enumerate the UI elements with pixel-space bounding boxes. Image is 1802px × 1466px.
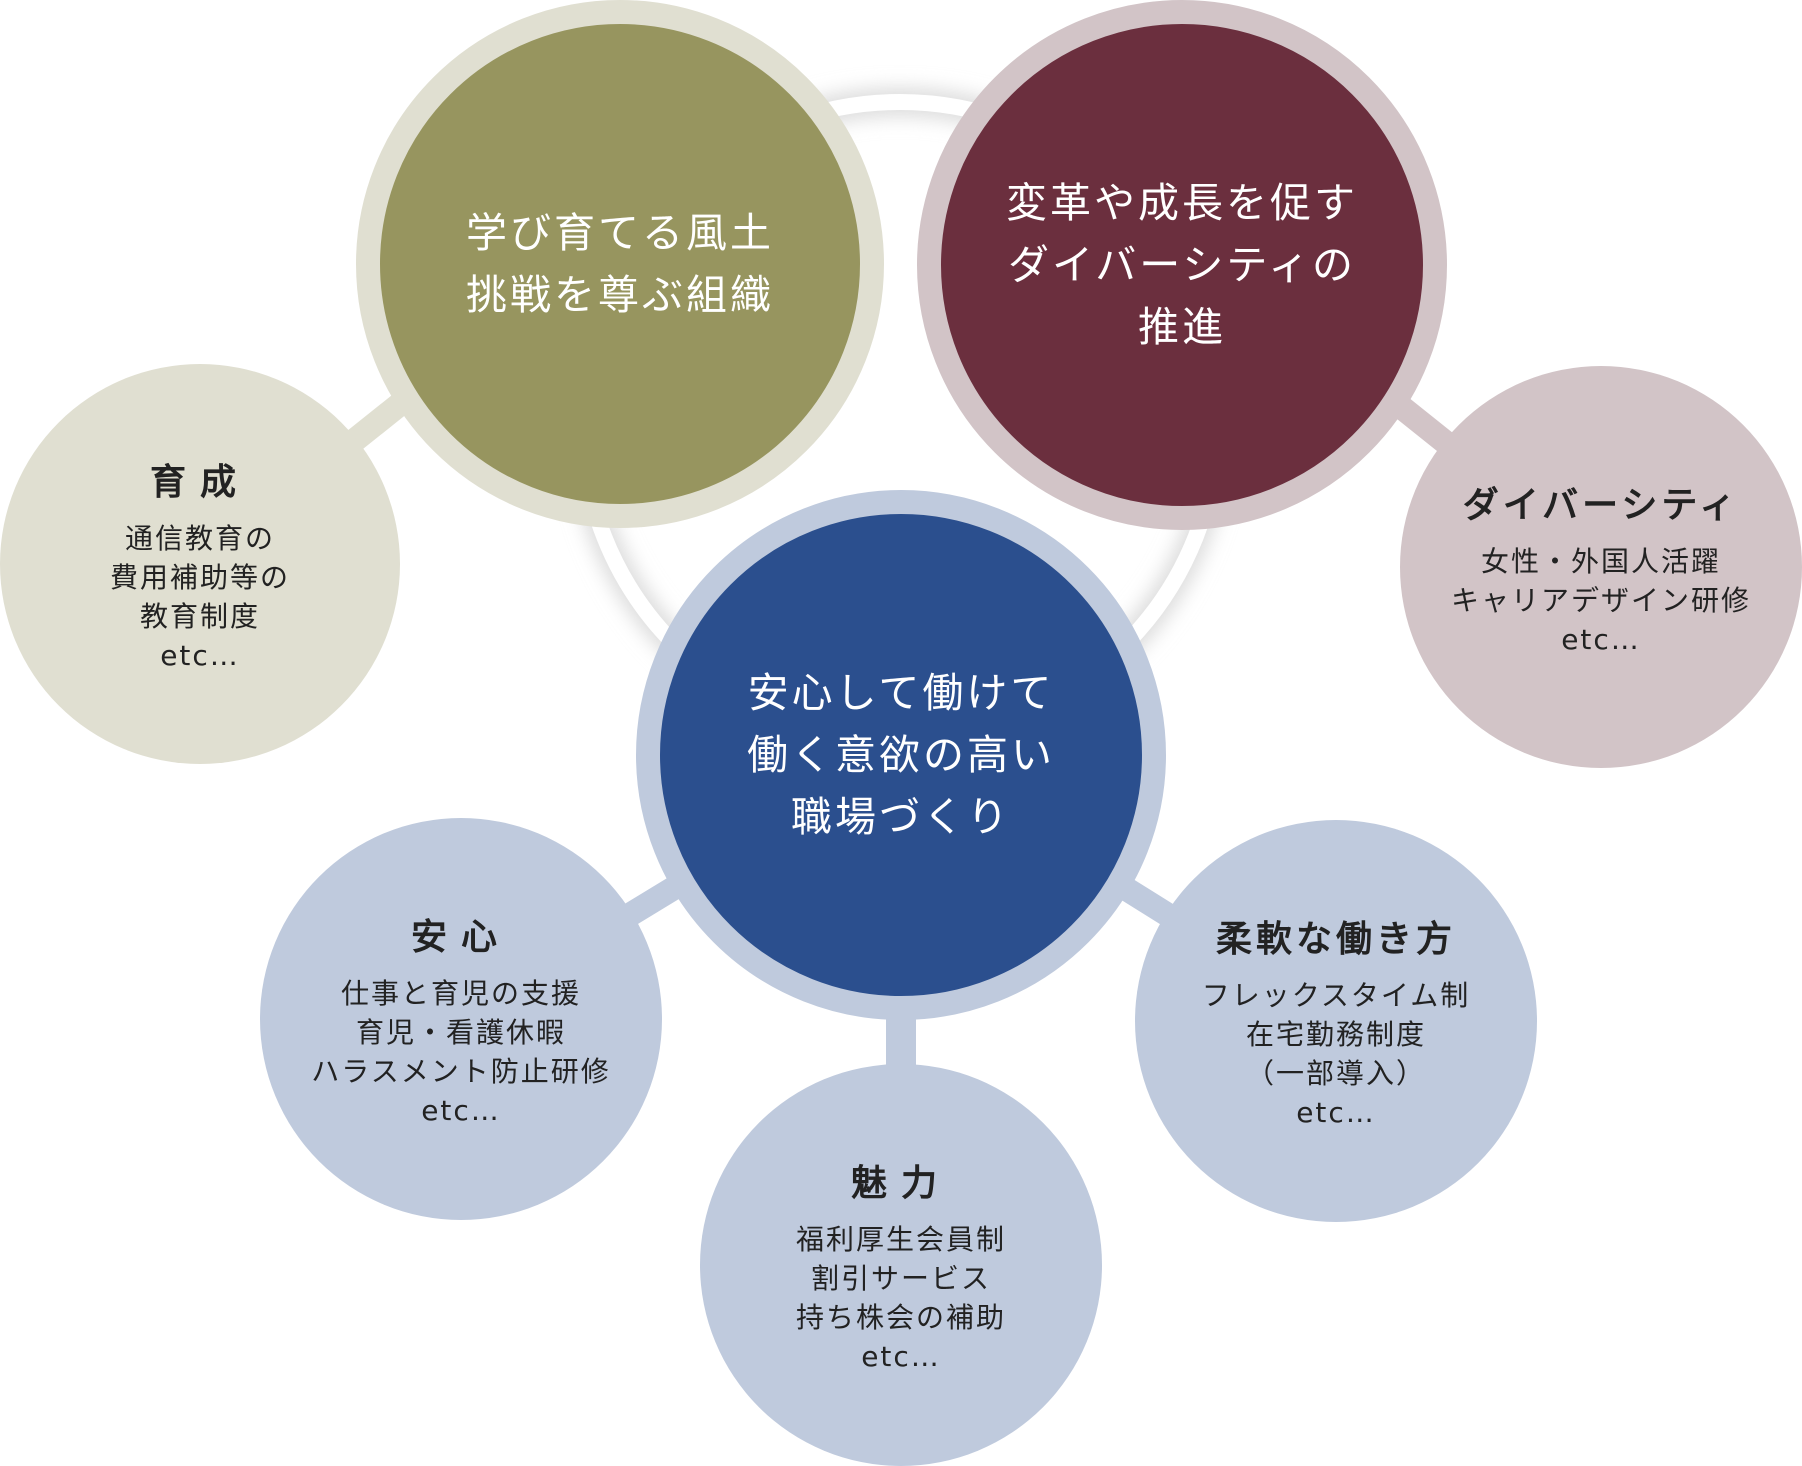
learning-culture-circle: 学び育てる風土 挑戦を尊ぶ組織 [356,0,884,528]
appeal-title: 魅力 [850,1163,951,1204]
development-circle: 育成 通信教育の 費用補助等の 教育制度 etc… [0,364,400,764]
appeal-item: 福利厚生会員制 [795,1223,1006,1256]
appeal-item: 割引サービス [810,1262,991,1295]
learning-culture-line2: 挑戦を尊ぶ組織 [466,271,774,319]
development-item: 費用補助等の [109,561,290,594]
flexible-work-title: 柔軟な働き方 [1215,919,1456,960]
diversity-promotion-line1: 変革や成長を促す [1006,179,1358,227]
workplace-core-line3: 職場づくり [791,793,1011,841]
diversity-detail-item: etc… [1561,622,1641,656]
security-item: 仕事と育児の支援 [340,977,581,1010]
workplace-core-line2: 働く意欲の高い [747,731,1055,779]
diversity-promotion-line2: ダイバーシティの [1008,241,1356,289]
workplace-core-circle: 安心して働けて 働く意欲の高い 職場づくり [636,490,1166,1020]
security-circle: 安心 仕事と育児の支援 育児・看護休暇 ハラスメント防止研修 etc… [260,818,662,1220]
flexible-work-item: フレックスタイム制 [1201,979,1471,1012]
appeal-item: 持ち株会の補助 [795,1301,1006,1334]
development-item: 通信教育の [124,522,275,555]
flexible-work-item: 在宅勤務制度 [1245,1018,1426,1051]
flexible-work-item: etc… [1296,1096,1376,1129]
development-title: 育成 [149,462,250,503]
diversity-promotion-circle: 変革や成長を促す ダイバーシティの 推進 [917,0,1447,530]
flexible-work-item: （一部導入） [1245,1057,1426,1090]
diversity-detail-item: 女性・外国人活躍 [1480,544,1721,578]
security-title: 安心 [410,917,511,958]
development-item: 教育制度 [139,600,260,633]
security-item: ハラスメント防止研修 [311,1055,611,1088]
security-item: etc… [421,1094,501,1127]
appeal-circle: 魅力 福利厚生会員制 割引サービス 持ち株会の補助 etc… [700,1064,1102,1466]
appeal-item: etc… [861,1340,941,1373]
flexible-work-circle: 柔軟な働き方 フレックスタイム制 在宅勤務制度 （一部導入） etc… [1135,820,1537,1222]
workplace-core-line1: 安心して働けて [747,669,1055,717]
security-item: 育児・看護休暇 [355,1016,566,1049]
diversity-detail-item: キャリアデザイン研修 [1450,583,1751,617]
learning-culture-line1: 学び育てる風土 [466,209,774,257]
diversity-detail-title: ダイバーシティ [1462,484,1740,526]
diversity-promotion-line3: 推進 [1138,303,1226,351]
diversity-detail-circle: ダイバーシティ 女性・外国人活躍 キャリアデザイン研修 etc… [1400,366,1802,768]
development-item: etc… [160,639,240,672]
